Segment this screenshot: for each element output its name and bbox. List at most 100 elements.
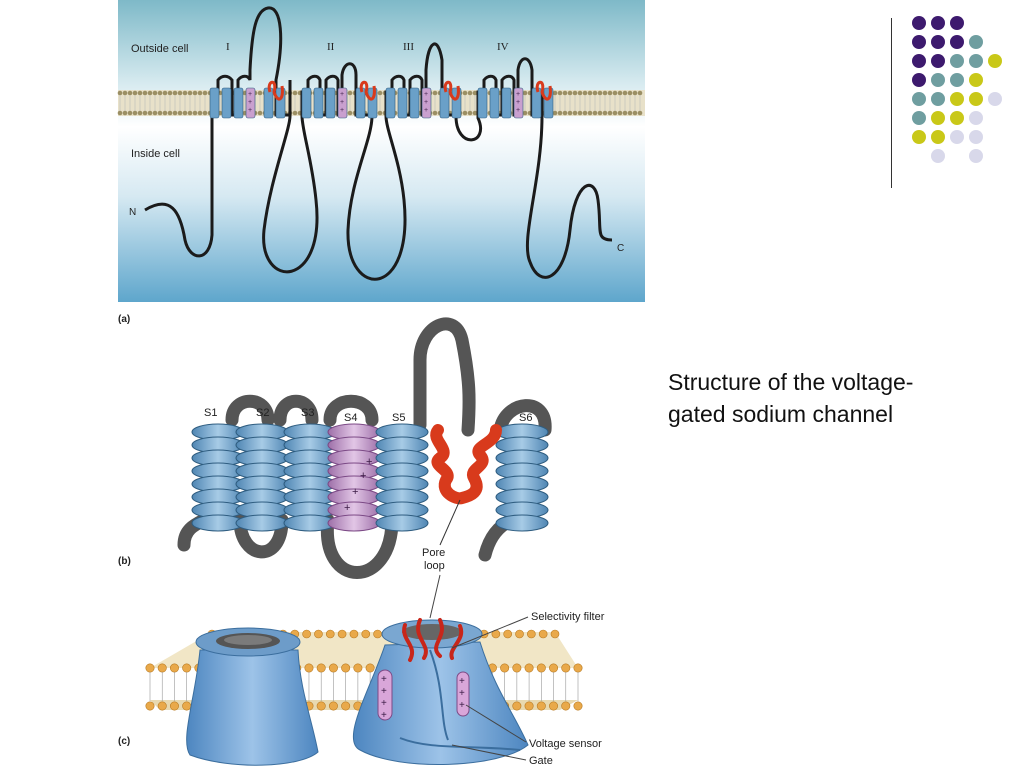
svg-text:+: + [248, 91, 252, 98]
selectivity-filter [402, 618, 464, 662]
voltage-sensor-label: Voltage sensor [529, 738, 602, 750]
panel-b-letter: (b) [118, 556, 131, 567]
decor-dot [969, 35, 983, 49]
domain-bundle-1: +++ [209, 80, 286, 119]
inside-cell-label: Inside cell [131, 148, 180, 160]
svg-text:+: + [459, 676, 465, 687]
decor-dot [969, 54, 983, 68]
channel-closed-view [186, 627, 319, 766]
decor-dot [931, 111, 945, 125]
decor-dot [931, 35, 945, 49]
helix-s1 [191, 423, 245, 532]
decor-dot [950, 54, 964, 68]
decor-dot [950, 35, 964, 49]
decor-dot [912, 111, 926, 125]
pore-loop [430, 424, 502, 505]
helix-s5 [375, 423, 429, 532]
svg-text:+: + [381, 698, 387, 709]
decor-dot [950, 130, 964, 144]
slide-caption: Structure of the voltage- gated sodium c… [668, 366, 988, 430]
panel-c: +++++++ Selectivity filter Voltage senso… [118, 574, 605, 767]
decor-dot [950, 16, 964, 30]
pore-label-line2: loop [424, 560, 445, 572]
panel-a: ++++++++++++ Outside cell Inside cell I … [117, 0, 645, 325]
helix-s3 [283, 423, 337, 532]
domain-label-3: III [403, 41, 414, 53]
decor-dot [950, 92, 964, 106]
panel-a-letter: (a) [118, 314, 130, 325]
segment-label-s1: S1 [204, 407, 217, 419]
svg-text:+: + [424, 99, 428, 106]
svg-text:+: + [344, 502, 350, 514]
helix-s2 [235, 423, 289, 532]
segment-label-s4: S4 [344, 412, 357, 424]
decor-dot [950, 111, 964, 125]
svg-text:+: + [516, 91, 520, 98]
panel-b: ++++ S1 S2 S3 S4 S5 S6 Pore loop (b) [118, 317, 552, 579]
svg-text:+: + [516, 107, 520, 114]
pore-leader-line [439, 499, 461, 546]
decor-dot [931, 54, 945, 68]
segment-label-s5: S5 [392, 412, 405, 424]
svg-text:+: + [459, 700, 465, 711]
decor-dot [969, 130, 983, 144]
svg-text:+: + [381, 686, 387, 697]
decor-dot [912, 54, 926, 68]
decor-dot [931, 16, 945, 30]
c-terminus-label: C [617, 243, 624, 254]
domain-bundle-2: +++ [301, 80, 378, 119]
domain-label-4: IV [497, 41, 509, 53]
gate-label: Gate [529, 755, 553, 767]
divider-line [891, 18, 892, 188]
panel-c-letter: (c) [118, 736, 130, 747]
segment-label-s6: S6 [519, 412, 532, 424]
selectivity-leader [451, 616, 529, 649]
svg-text:+: + [340, 99, 344, 106]
helix-s4: ++++ [327, 423, 381, 532]
svg-text:+: + [381, 674, 387, 685]
helix-s6 [495, 423, 549, 532]
membrane-a [117, 90, 645, 116]
decor-dot [988, 92, 1002, 106]
outside-cell-label: Outside cell [131, 43, 188, 55]
n-terminus-label: N [129, 207, 136, 218]
decor-dot [912, 16, 926, 30]
svg-text:+: + [340, 107, 344, 114]
svg-text:+: + [366, 456, 372, 468]
transmembrane-helices: ++++ [191, 423, 549, 532]
voltage-leader [465, 704, 527, 743]
decor-dot [912, 130, 926, 144]
domain-bundle-3: +++ [385, 80, 462, 119]
decor-dot [931, 130, 945, 144]
decor-dot [912, 73, 926, 87]
svg-text:+: + [381, 710, 387, 721]
decor-dot [912, 35, 926, 49]
domain-label-1: I [226, 41, 230, 53]
selectivity-filter-label: Selectivity filter [531, 611, 605, 623]
decor-dot [969, 149, 983, 163]
svg-text:+: + [424, 91, 428, 98]
segment-label-s3: S3 [301, 407, 314, 419]
decor-dot [969, 111, 983, 125]
sensor-charges: +++++++ [381, 674, 465, 721]
svg-text:+: + [248, 99, 252, 106]
polypeptide-chain [144, 6, 613, 281]
svg-text:+: + [248, 107, 252, 114]
decor-dot [969, 73, 983, 87]
decor-dot [931, 92, 945, 106]
pore-label-line1: Pore [422, 547, 445, 559]
svg-text:+: + [360, 470, 366, 482]
svg-text:+: + [424, 107, 428, 114]
decor-dot [969, 92, 983, 106]
domain-bundle-4: +++ [477, 80, 554, 119]
domain-label-2: II [327, 41, 335, 53]
segment-label-s2: S2 [256, 407, 269, 419]
voltage-sensor-left [377, 669, 393, 721]
caption-line-1: Structure of the voltage- [668, 369, 914, 395]
svg-text:+: + [340, 91, 344, 98]
domain-helix-bundles: ++++++++++++ [209, 80, 554, 119]
decor-dot [931, 149, 945, 163]
svg-text:+: + [352, 486, 358, 498]
decor-dot [931, 73, 945, 87]
